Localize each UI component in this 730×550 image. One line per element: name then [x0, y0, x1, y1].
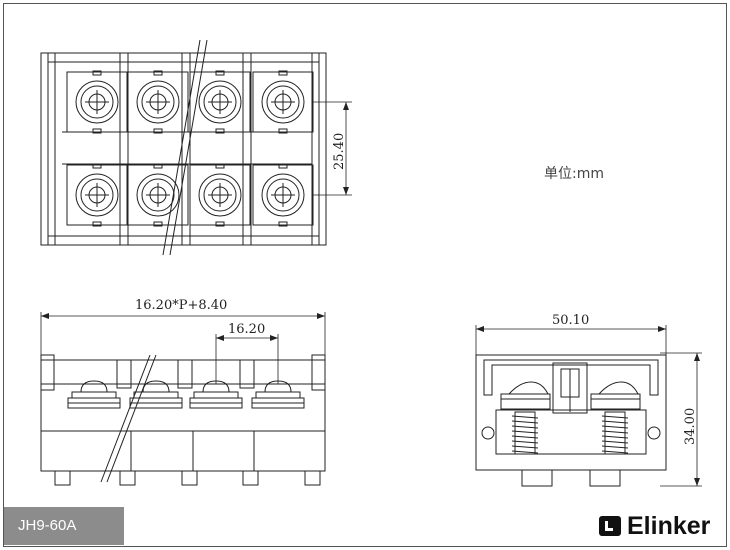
- screw-icon: [67, 380, 121, 409]
- dim-pitch: 16.20: [228, 322, 265, 337]
- dim-pitch-height: 25.40: [332, 133, 347, 170]
- screw-icon: [66, 70, 128, 134]
- model-label: JH9-60A: [4, 507, 124, 545]
- dim-side-height: 34.00: [683, 408, 698, 445]
- elinker-logo-icon: [599, 516, 621, 536]
- screw-icon: [601, 411, 629, 455]
- screw-icon: [66, 163, 128, 227]
- unit-note: 单位:mm: [544, 166, 604, 182]
- front-view: [40, 312, 326, 486]
- screw-icon: [127, 70, 189, 134]
- side-view: [475, 325, 702, 487]
- screw-icon: [252, 163, 314, 227]
- screw-icon: [511, 411, 539, 455]
- screw-icon: [127, 163, 189, 227]
- brand-name: Elinker: [627, 511, 711, 540]
- screw-icon: [129, 380, 183, 409]
- dim-side-width: 50.10: [552, 313, 589, 328]
- screw-icon: [189, 380, 243, 409]
- screw-icon: [189, 163, 251, 227]
- screw-icon: [251, 380, 305, 409]
- screw-icon: [252, 70, 314, 134]
- top-view: [40, 39, 352, 256]
- sheet-border: [3, 3, 727, 547]
- dim-total-length: 16.20*P+8.40: [135, 298, 227, 313]
- brand-logo: Elinker: [598, 511, 710, 541]
- screw-icon: [189, 70, 251, 134]
